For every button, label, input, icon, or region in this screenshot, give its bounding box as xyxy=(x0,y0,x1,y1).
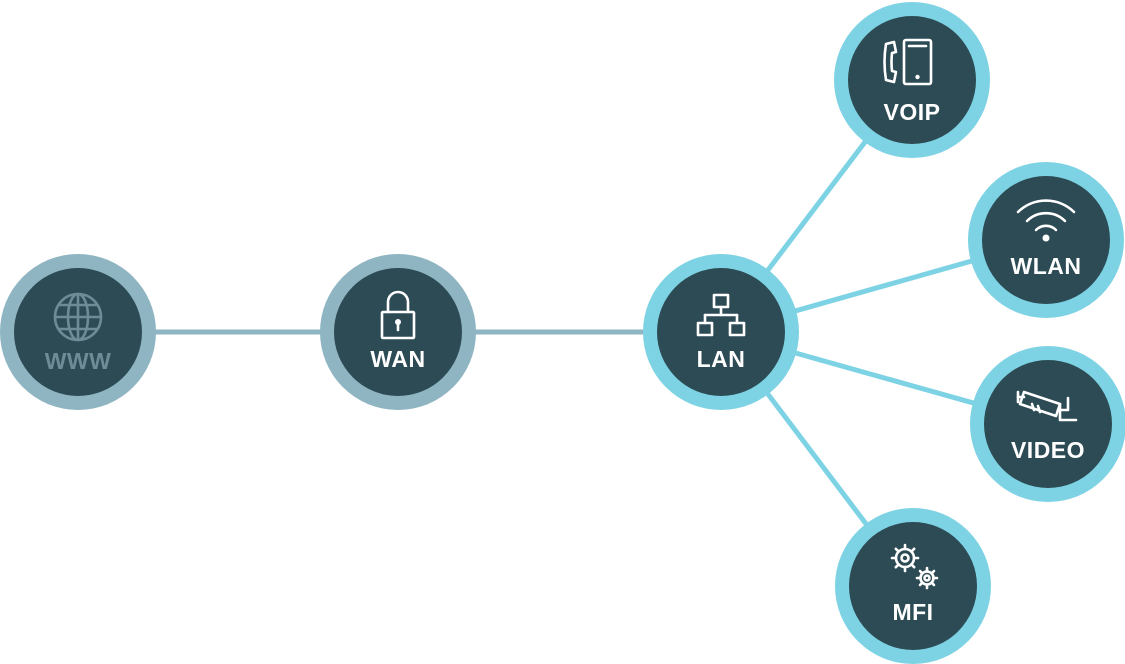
node-voip: VOIP xyxy=(834,2,990,158)
node-lan: LAN xyxy=(643,254,799,410)
node-core xyxy=(334,268,462,396)
node-mfi-label: MFI xyxy=(892,599,933,625)
node-www: WWW xyxy=(0,254,156,410)
node-mfi: MFI xyxy=(835,508,991,664)
node-wlan: WLAN xyxy=(968,162,1124,318)
network-icon xyxy=(696,293,746,337)
lock-icon xyxy=(380,290,416,340)
node-voip-label: VOIP xyxy=(884,99,941,125)
node-wan: WAN xyxy=(320,254,476,410)
node-wlan-label: WLAN xyxy=(1011,253,1082,279)
node-video: VIDEO xyxy=(970,346,1125,502)
node-core xyxy=(849,522,977,650)
node-core xyxy=(984,360,1112,488)
wifi-icon xyxy=(1016,199,1076,242)
node-www-label: WWW xyxy=(45,348,112,374)
globe-icon xyxy=(53,292,103,342)
gears-icon xyxy=(890,543,939,590)
phone-icon xyxy=(883,38,933,86)
node-lan-label: LAN xyxy=(697,346,746,372)
node-core xyxy=(657,268,785,396)
camera-icon xyxy=(1016,390,1078,422)
node-core xyxy=(848,16,976,144)
node-video-label: VIDEO xyxy=(1011,437,1085,463)
node-wan-label: WAN xyxy=(370,346,425,372)
